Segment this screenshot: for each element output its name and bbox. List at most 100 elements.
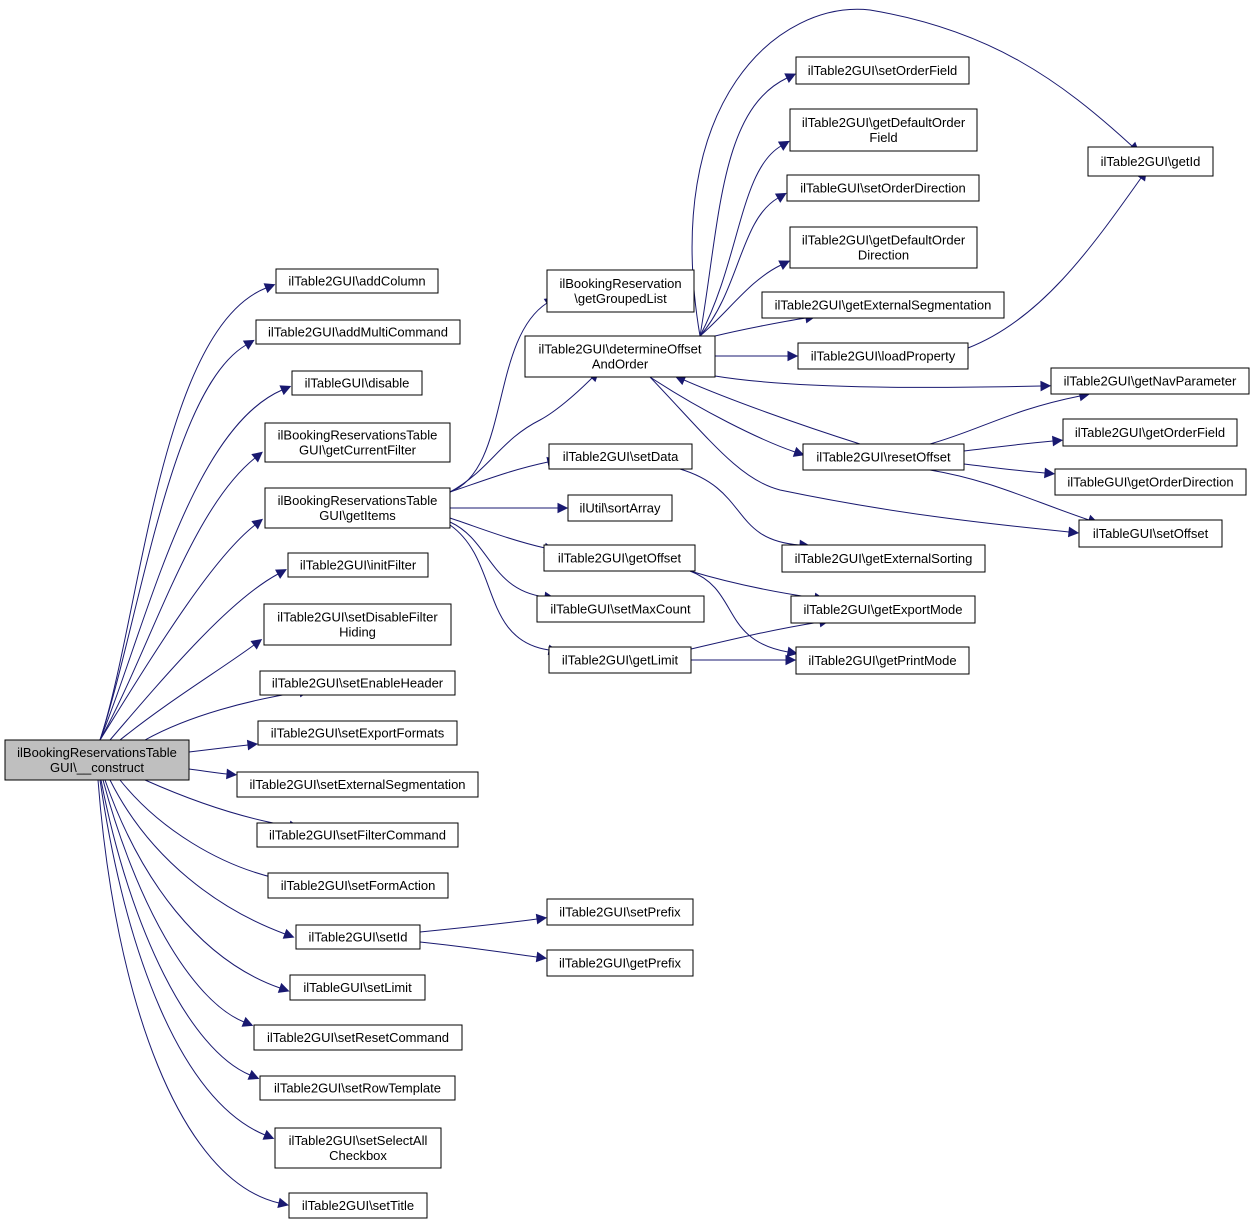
edge-getItems-to-setData [449,456,558,493]
node-box [1078,519,1223,548]
node-box [789,108,978,152]
node-setOrderDirection[interactable]: ilTableGUI\setOrderDirection [786,174,980,202]
node-loadProperty[interactable]: ilTable2GUI\loadProperty [797,342,969,370]
arrowhead-icon [778,260,791,270]
node-getNavParameter[interactable]: ilTable2GUI\getNavParameter [1050,367,1250,395]
node-sortArray[interactable]: ilUtil\sortArray [567,494,673,522]
edge-root-to-getCurrentFilter [99,451,263,741]
node-label: ilTable2GUI\setId [309,930,408,945]
arrowhead-icon [275,569,287,579]
node-getCurrentFilter[interactable]: ilBookingReservationsTableGUI\getCurrent… [264,422,451,463]
node-label: ilTable2GUI\setFilterCommand [269,828,446,843]
node-getExternalSorting[interactable]: ilTable2GUI\getExternalSorting [781,544,986,573]
node-setFormAction[interactable]: ilTable2GUI\setFormAction [267,872,449,899]
edge-line [419,918,538,933]
arrowhead-icon [1040,380,1052,392]
edge-line [99,389,283,741]
node-root[interactable]: ilBookingReservationsTableGUI\__construc… [4,739,190,781]
node-initFilter[interactable]: ilTable2GUI\initFilter [287,552,429,578]
node-getLimit[interactable]: ilTable2GUI\getLimit [548,646,692,674]
node-getExternalSegmentation[interactable]: ilTable2GUI\getExternalSegmentation [761,291,1005,319]
node-setMaxCount[interactable]: ilTableGUI\setMaxCount [536,595,705,623]
arrowhead-icon [277,1197,289,1209]
edge-line [109,779,286,935]
arrowhead-icon [557,502,569,514]
node-getOrderField[interactable]: ilTable2GUI\getOrderField [1062,418,1238,447]
edge-line [449,524,550,651]
node-setTitle[interactable]: ilTable2GUI\setTitle [288,1192,428,1219]
node-label: ilTable2GUI\setPrefix [559,905,681,920]
node-disable[interactable]: ilTableGUI\disable [291,370,423,396]
edge-determineOffsetAndOrder-to-getDefaultOrderField [699,140,790,337]
edge-determineOffsetAndOrder-to-loadProperty [715,350,799,362]
arrowhead-icon [777,140,790,151]
node-box [267,872,449,899]
node-label: ilTable2GUI\setFormAction [281,878,436,893]
node-box [287,552,429,578]
node-getGroupedList[interactable]: ilBookingReservation\getGroupedList [546,269,695,313]
node-addMultiCommand[interactable]: ilTable2GUI\addMultiCommand [255,319,461,345]
node-setFilterCommand[interactable]: ilTable2GUI\setFilterCommand [256,822,459,848]
node-addColumn[interactable]: ilTable2GUI\addColumn [275,268,439,294]
node-label: ilTable2GUI\setData [563,449,679,464]
edge-line [649,376,796,453]
arrowhead-icon [1044,467,1056,479]
edge-root-to-setResetCommand [102,779,254,1027]
edge-line [449,517,546,549]
node-getPrefix[interactable]: ilTable2GUI\getPrefix [546,949,694,977]
node-label: ilTable2GUI\getOrderField [1075,425,1225,440]
arrowhead-icon [246,739,259,751]
node-resetOffset[interactable]: ilTable2GUI\resetOffset [802,443,965,471]
node-getExportMode[interactable]: ilTable2GUI\getExportMode [790,595,976,624]
edge-line [109,573,279,741]
edge-root-to-getItems [99,518,263,741]
edge-root-to-setLimit [104,779,290,993]
edge-line [679,468,801,546]
edge-line [689,570,789,653]
node-setLimit[interactable]: ilTableGUI\setLimit [289,974,426,1001]
arrowhead-icon [247,1069,260,1080]
node-label: ilTable2GUI\resetOffset [816,450,951,465]
edge-root-to-initFilter [109,569,287,741]
arrowhead-icon [250,639,263,650]
node-label: ilTable2GUI\determineOffset [538,342,701,357]
node-label: ilBookingReservationsTable [17,745,177,760]
node-setRowTemplate[interactable]: ilTable2GUI\setRowTemplate [259,1075,456,1101]
node-box [288,1192,428,1219]
node-setExternalSegmentation[interactable]: ilTable2GUI\setExternalSegmentation [236,771,479,798]
edge-determineOffsetAndOrder-to-resetOffset [649,376,805,457]
node-setPrefix[interactable]: ilTable2GUI\setPrefix [546,898,694,926]
node-getOffset[interactable]: ilTable2GUI\getOffset [543,544,696,572]
node-label: ilTable2GUI\setResetCommand [267,1030,449,1045]
node-setOffset[interactable]: ilTableGUI\setOffset [1078,519,1223,548]
node-label: ilTable2GUI\getId [1101,154,1201,169]
node-getId[interactable]: ilTable2GUI\getId [1087,146,1214,177]
node-label: ilTableGUI\setLimit [303,980,412,995]
node-box [761,291,1005,319]
node-box [256,822,459,848]
node-label: ilTable2GUI\getDefaultOrder [802,233,966,248]
node-label: AndOrder [592,357,649,372]
node-getPrintMode[interactable]: ilTable2GUI\getPrintMode [795,646,970,675]
edge-line [99,344,247,741]
node-getOrderDirection[interactable]: ilTableGUI\getOrderDirection [1054,468,1247,496]
edge-determineOffsetAndOrder-to-setOrderDirection [699,192,787,337]
node-label: Direction [858,248,909,263]
node-setData[interactable]: ilTable2GUI\setData [548,443,693,470]
node-box [536,595,705,623]
node-setId[interactable]: ilTable2GUI\setId [295,924,421,950]
node-box [1087,146,1214,177]
node-setOrderField[interactable]: ilTable2GUI\setOrderField [795,56,970,85]
node-setResetCommand[interactable]: ilTable2GUI\setResetCommand [253,1024,463,1051]
arrowhead-icon [535,913,548,925]
node-box [263,603,452,646]
edge-line [967,177,1142,349]
node-setEnableHeader[interactable]: ilTable2GUI\setEnableHeader [259,670,456,696]
node-setExportFormats[interactable]: ilTable2GUI\setExportFormats [257,720,458,746]
